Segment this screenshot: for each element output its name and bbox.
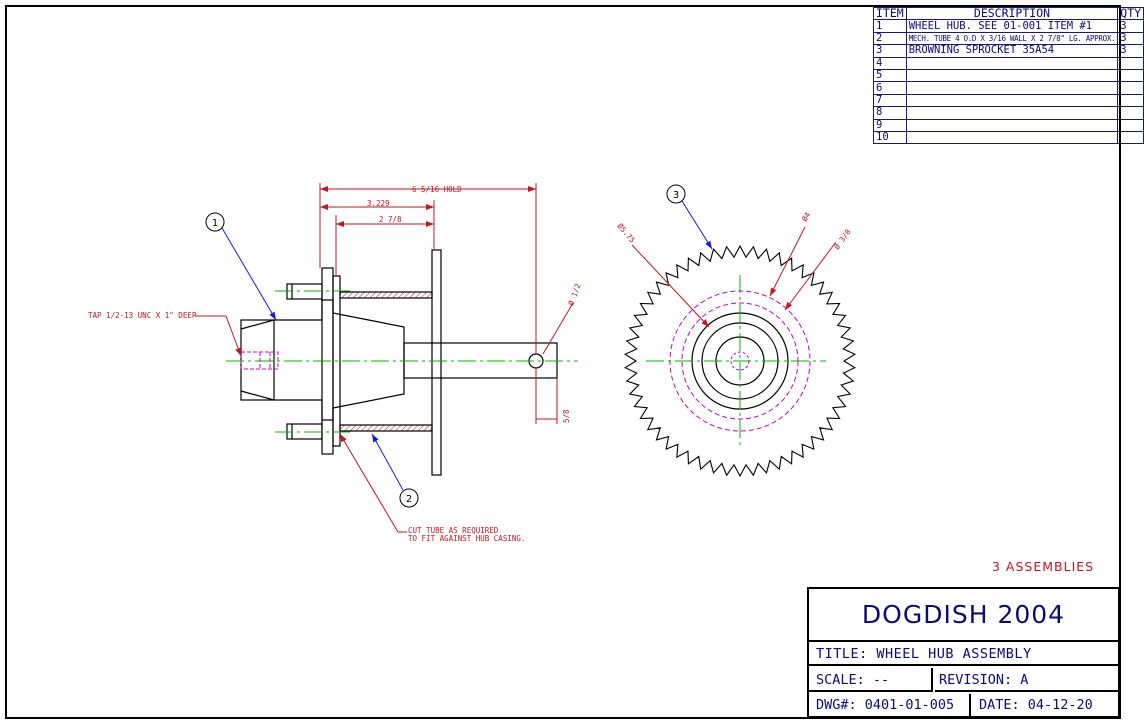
bom-description <box>905 93 1119 108</box>
bom-item: 8 <box>873 106 907 120</box>
bom-description <box>905 56 1119 70</box>
dim-hole-dia: Ø 1/2 <box>566 282 582 306</box>
dim-hub-length: 3.229 <box>367 199 390 208</box>
bom-header-row: ITEM DESCRIPTION QTY <box>873 6 1144 21</box>
bom-item: 3 <box>873 44 907 58</box>
tube-section-top <box>339 291 433 299</box>
tube-section-bottom <box>339 424 433 432</box>
bom-row: 10 <box>873 130 1144 145</box>
bom-description: WHEEL HUB. SEE 01-001 ITEM #1 <box>905 19 1119 33</box>
dim-overall: 6 5/16 HOLD <box>412 185 462 194</box>
svg-text:1: 1 <box>212 218 218 229</box>
bom-description <box>905 130 1119 145</box>
bom-item: 7 <box>873 93 907 108</box>
bom-qty <box>1117 81 1144 95</box>
front-dimension-text: Ø5.75 Ø4 Ø 3/8 <box>615 210 852 251</box>
centerlines-side <box>226 290 578 433</box>
bom-row: 4 <box>873 56 1144 70</box>
bom-row: 7 <box>873 93 1144 108</box>
hub-nose <box>240 319 275 401</box>
sprocket-teeth <box>624 244 856 478</box>
dim-sprocket-outer: Ø5.75 <box>615 222 636 245</box>
side-dimensions <box>195 183 574 533</box>
front-dimensions <box>631 226 837 328</box>
bom-qty <box>1117 130 1144 145</box>
note-cut-2: TO FIT AGAINST HUB CASING. <box>408 534 525 543</box>
bom-row: 9 <box>873 118 1144 132</box>
bom-description <box>905 118 1119 132</box>
bom-item: 10 <box>873 130 907 145</box>
svg-text:2: 2 <box>406 494 412 505</box>
bom-description <box>905 106 1119 120</box>
drawing-title: TITLE: WHEEL HUB ASSEMBLY <box>809 642 1118 666</box>
bom-qty <box>1117 68 1144 83</box>
drawing-date: DATE: 04-12-20 <box>979 697 1093 713</box>
bom-description <box>905 81 1119 95</box>
bom-description: BROWNING SPROCKET 35A54 <box>905 44 1119 58</box>
bom-row: 8 <box>873 106 1144 120</box>
sprocket-edge <box>431 249 442 476</box>
note-cut-1: CUT TUBE AS REQUIRED <box>408 526 499 535</box>
bom-qty: 3 <box>1117 44 1144 58</box>
note-tap: TAP 1/2-13 UNC X 1" DEEP <box>88 311 197 320</box>
bom-row: 6 <box>873 81 1144 95</box>
project-name: DOGDISH 2004 <box>809 589 1118 642</box>
balloon-3: 3 <box>666 184 713 250</box>
bom-description: MECH. TUBE 4 O.D X 3/16 WALL X 2 7/8" LG… <box>905 31 1119 46</box>
bom-item: 1 <box>873 19 907 33</box>
bom-qty <box>1117 118 1144 132</box>
title-block: DOGDISH 2004 TITLE: WHEEL HUB ASSEMBLY S… <box>807 587 1120 718</box>
dim-shaft-end: 5/8 <box>562 409 571 423</box>
bom-item: 5 <box>873 68 907 83</box>
bom-qty <box>1117 93 1144 108</box>
drawing-scale: SCALE: -- <box>809 668 933 692</box>
balloon-1: 1 <box>205 212 277 321</box>
bom-description <box>905 68 1119 83</box>
bom-qty: 3 <box>1117 19 1144 33</box>
bom-item: 4 <box>873 56 907 70</box>
svg-text:3: 3 <box>673 190 679 201</box>
bom-item: 6 <box>873 81 907 95</box>
centerlines-front <box>646 275 826 445</box>
bom-header-description: DESCRIPTION <box>905 6 1119 21</box>
dim-sprocket-hub: Ø 3/8 <box>832 227 853 251</box>
bom-qty <box>1117 106 1144 120</box>
bom-header-qty: QTY <box>1117 6 1144 21</box>
drawing-number: DWG#: 0401-01-005 <box>809 694 971 716</box>
assemblies-note: 3 ASSEMBLIES <box>992 559 1095 574</box>
dim-tube-length: 2 7/8 <box>379 215 402 224</box>
drawing-revision: REVISION: A <box>935 668 1118 692</box>
bom-row: 5 <box>873 68 1144 83</box>
balloon-2: 2 <box>371 433 419 508</box>
bom-qty <box>1117 56 1144 70</box>
bom-item: 2 <box>873 31 907 46</box>
bom-item: 9 <box>873 118 907 132</box>
dim-sprocket-pitch: Ø4 <box>800 210 813 223</box>
bom-qty: 3 <box>1117 31 1144 46</box>
side-dimension-text: 6 5/16 HOLD 3.229 2 7/8 Ø 1/2 5/8 TAP 1/… <box>88 185 583 543</box>
side-view <box>240 249 558 476</box>
sheet-border <box>5 5 1121 719</box>
bom-header-item: ITEM <box>873 6 907 21</box>
